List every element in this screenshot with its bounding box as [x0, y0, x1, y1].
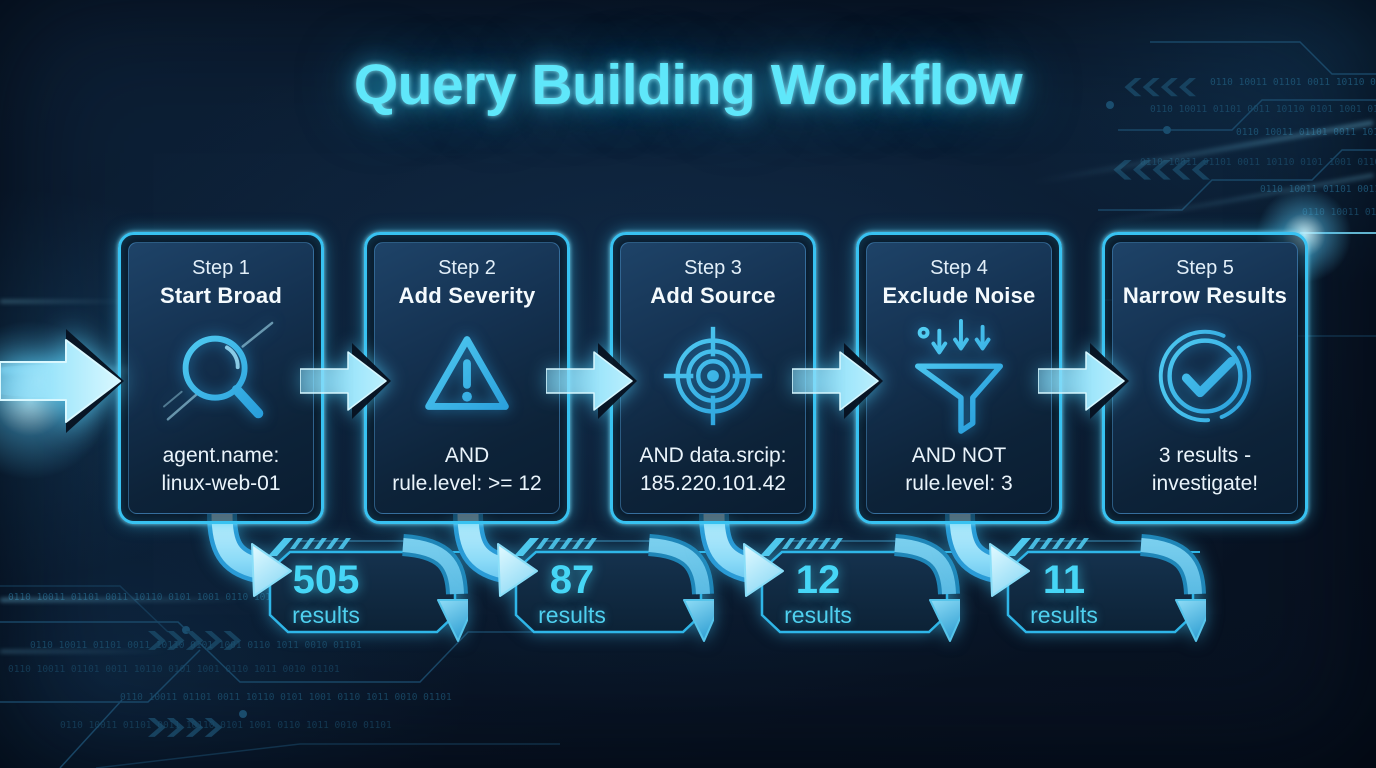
- query-text: AND data.srcip: 185.220.101.42: [639, 442, 786, 498]
- step-number-label: Step 5: [1176, 257, 1234, 279]
- svg-text:0110 10011 01101 0011 10110 01: 0110 10011 01101 0011 10110 0101 1001 01…: [1236, 127, 1376, 138]
- step-card-3: Step 3 Add Source AND data.srcip: 185.22…: [610, 232, 816, 524]
- results-label: results: [292, 602, 360, 628]
- query-line-2: 185.220.101.42: [640, 472, 786, 496]
- magnifier-icon: [162, 321, 274, 421]
- results-label: results: [784, 602, 852, 628]
- query-line-2: linux-web-01: [161, 472, 281, 496]
- svg-text:0110 10011 01101 0011 10110 01: 0110 10011 01101 0011 10110 0101 1001 01…: [30, 640, 362, 651]
- step-number-label: Step 4: [930, 257, 988, 279]
- step-icon-wrap: [621, 309, 805, 442]
- query-line-1: AND NOT: [911, 444, 1007, 468]
- step-title: Start Broad: [160, 283, 282, 308]
- step-number-label: Step 3: [684, 257, 742, 279]
- step-icon-wrap: [867, 309, 1051, 442]
- flow-arrow-2: [546, 342, 638, 420]
- light-streak: [0, 650, 170, 653]
- query-line-2: rule.level: 3: [905, 472, 1013, 496]
- results-badge-3: 12 results: [690, 514, 960, 664]
- flow-arrow-1: [300, 342, 392, 420]
- results-count: 87: [549, 558, 595, 602]
- svg-text:0110 10011 01101 0011 10110 01: 0110 10011 01101 0011 10110 0101 1001 01…: [1150, 104, 1376, 115]
- query-line-1: AND data.srcip:: [639, 444, 787, 468]
- step-card-2: Step 2 Add Severity AND rule.level: >= 1…: [364, 232, 570, 524]
- step-number-label: Step 1: [192, 257, 250, 279]
- results-label: results: [538, 602, 606, 628]
- step-title: Add Severity: [398, 283, 536, 308]
- results-label: results: [1030, 602, 1098, 628]
- flow-arrow-4: [1038, 342, 1130, 420]
- step-card-5: Step 5 Narrow Results 3 results - invest…: [1102, 232, 1308, 524]
- step-icon-wrap: [129, 309, 313, 442]
- svg-text:0110 10011 01101 0011 10110 01: 0110 10011 01101 0011 10110 0101 1001 01…: [8, 664, 340, 675]
- step-card-4: Step 4 Exclude Noise: [856, 232, 1062, 524]
- step-card-4-inner: Step 4 Exclude Noise: [866, 242, 1052, 514]
- step-title: Add Source: [650, 283, 776, 308]
- page-title: Query Building Workflow: [353, 53, 1023, 117]
- funnel-icon: [914, 318, 1004, 434]
- light-streak: [0, 300, 130, 303]
- step-title: Exclude Noise: [882, 283, 1036, 308]
- target-icon: [663, 326, 763, 425]
- query-text: agent.name: linux-web-01: [161, 442, 280, 498]
- step-card-1: Step 1 Start Broad agent.name: linux-we: [118, 232, 324, 524]
- query-line-1: AND: [444, 444, 490, 468]
- warning-triangle-icon: [425, 335, 509, 410]
- query-line-1: 3 results -: [1158, 444, 1252, 468]
- query-text: AND rule.level: >= 12: [392, 442, 541, 498]
- svg-text:0110 10011 01101 0011 10110 01: 0110 10011 01101 0011 10110 0101 1001 01…: [120, 692, 452, 703]
- step-number-label: Step 2: [438, 257, 496, 279]
- step-icon-wrap: [1113, 309, 1297, 442]
- binary-rows-bottom-left: 0110 10011 01101 0011 10110 0101 1001 01…: [8, 592, 452, 731]
- entry-arrow: [0, 329, 124, 433]
- step-card-1-inner: Step 1 Start Broad agent.name: linux-we: [128, 242, 314, 514]
- query-text: AND NOT rule.level: 3: [905, 442, 1012, 498]
- results-badge-2: 87 results: [444, 514, 714, 664]
- check-circle-icon: [1158, 329, 1252, 422]
- step-icon-wrap: [375, 309, 559, 442]
- step-title: Narrow Results: [1122, 283, 1288, 308]
- circuit-decoration-bottom-left: [0, 585, 560, 768]
- results-count: 11: [1042, 558, 1086, 602]
- results-count: 12: [795, 558, 841, 602]
- svg-text:0110 10011 01101 0011 10110 01: 0110 10011 01101 0011 10110 0101 1001 01…: [60, 720, 392, 731]
- svg-text:0110 10011 01101 0011 10110 01: 0110 10011 01101 0011 10110 0101 1001 01…: [1210, 77, 1376, 88]
- query-line-2: investigate!: [1151, 472, 1259, 496]
- svg-text:0110 10011 01101 0011 10110 01: 0110 10011 01101 0011 10110 0101 1001 01…: [8, 592, 340, 603]
- query-line-1: agent.name:: [162, 444, 280, 468]
- step-card-2-inner: Step 2 Add Severity AND rule.level: >= 1…: [374, 242, 560, 514]
- step-card-3-inner: Step 3 Add Source AND data.srcip: 185.22…: [620, 242, 806, 514]
- light-streak: [0, 598, 250, 602]
- results-badge-1: 505 results: [198, 514, 468, 664]
- query-text: 3 results - investigate!: [1152, 442, 1258, 498]
- flow-arrow-3: [792, 342, 884, 420]
- query-line-2: rule.level: >= 12: [392, 472, 542, 496]
- results-badge-4: 11 results: [936, 514, 1206, 664]
- svg-text:0110 10011 01101 0011 10110 01: 0110 10011 01101 0011 10110 0101 1001 01…: [1140, 157, 1376, 168]
- results-count: 505: [292, 558, 360, 602]
- step-card-5-inner: Step 5 Narrow Results 3 results - invest…: [1112, 242, 1298, 514]
